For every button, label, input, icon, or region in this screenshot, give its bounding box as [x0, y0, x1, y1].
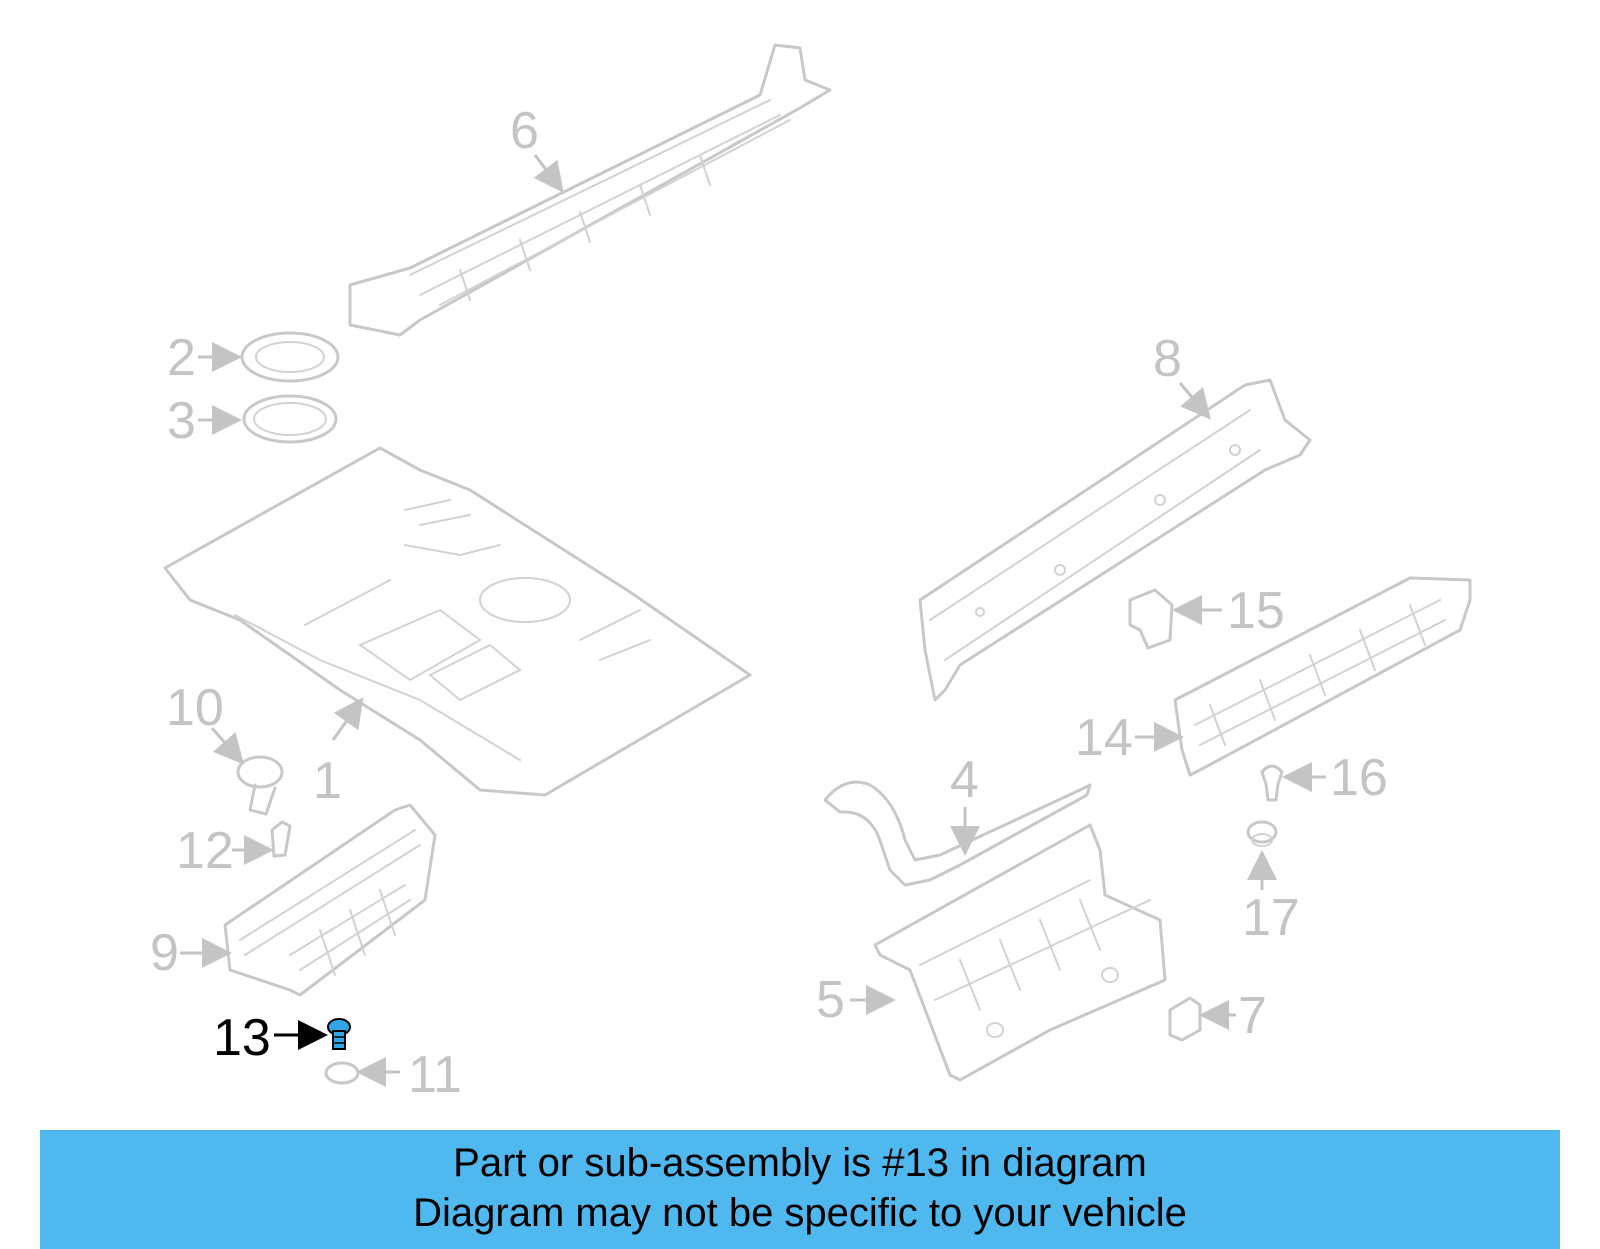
callout-label-1: 1 — [313, 752, 342, 810]
part-5-step-well — [873, 823, 1167, 1082]
callout-label-17: 17 — [1242, 889, 1300, 947]
part-9-step-pad — [223, 803, 437, 997]
part-16-clip — [1260, 764, 1284, 802]
callout-5: 5 — [816, 971, 896, 1029]
callout-3: 3 — [167, 392, 242, 450]
part-4-seal — [823, 780, 1092, 887]
banner-line-part-number: Part or sub-assembly is #13 in diagram — [453, 1141, 1147, 1185]
callout-10: 10 — [166, 679, 244, 765]
callout-label-7: 7 — [1238, 987, 1267, 1045]
part-7-clip — [1168, 996, 1202, 1042]
callout-label-2: 2 — [167, 329, 196, 387]
part-15-bracket — [1128, 588, 1174, 650]
callout-label-3: 3 — [167, 392, 196, 450]
callout-6: 6 — [510, 102, 564, 193]
callout-11: 11 — [356, 1046, 462, 1104]
part-12-plug — [270, 820, 292, 858]
callout-15: 15 — [1172, 582, 1285, 640]
callout-14: 14 — [1075, 709, 1184, 767]
callout-label-12: 12 — [176, 822, 234, 880]
callout-label-13: 13 — [213, 1009, 271, 1067]
part-2-grommet — [240, 331, 340, 383]
callout-7: 7 — [1199, 987, 1267, 1045]
info-banner: Part or sub-assembly is #13 in diagram D… — [40, 1130, 1560, 1249]
part-10-fastener — [236, 755, 284, 816]
callout-8: 8 — [1153, 330, 1211, 420]
callout-label-6: 6 — [510, 102, 539, 160]
callout-label-11: 11 — [408, 1046, 462, 1104]
callout-1: 1 — [313, 697, 364, 810]
callout-9: 9 — [150, 924, 232, 982]
callout-16: 16 — [1282, 749, 1388, 807]
callout-label-16: 16 — [1330, 749, 1388, 807]
callout-label-15: 15 — [1227, 582, 1285, 640]
part-3-grommet — [242, 394, 338, 444]
callout-label-14: 14 — [1075, 709, 1133, 767]
part-13-bolt — [327, 1018, 351, 1050]
callout-4: 4 — [950, 751, 980, 856]
callout-label-8: 8 — [1153, 330, 1182, 388]
callout-17: 17 — [1242, 850, 1300, 947]
callout-2: 2 — [167, 329, 242, 387]
part-8-rocker-reinforcement — [918, 378, 1312, 702]
callout-label-10: 10 — [166, 679, 224, 737]
part-14-step — [1173, 576, 1472, 777]
callout-12: 12 — [176, 822, 274, 880]
callout-label-5: 5 — [816, 971, 845, 1029]
part-17-grommet — [1246, 820, 1278, 847]
callout-label-9: 9 — [150, 924, 179, 982]
callout-label-4: 4 — [950, 751, 979, 809]
banner-line-disclaimer: Diagram may not be specific to your vehi… — [413, 1191, 1187, 1235]
part-6-sill-panel — [348, 43, 832, 337]
part-1-floor-pan — [163, 446, 752, 797]
callout-13: 13 — [213, 1009, 328, 1067]
part-11-cap — [324, 1061, 360, 1085]
